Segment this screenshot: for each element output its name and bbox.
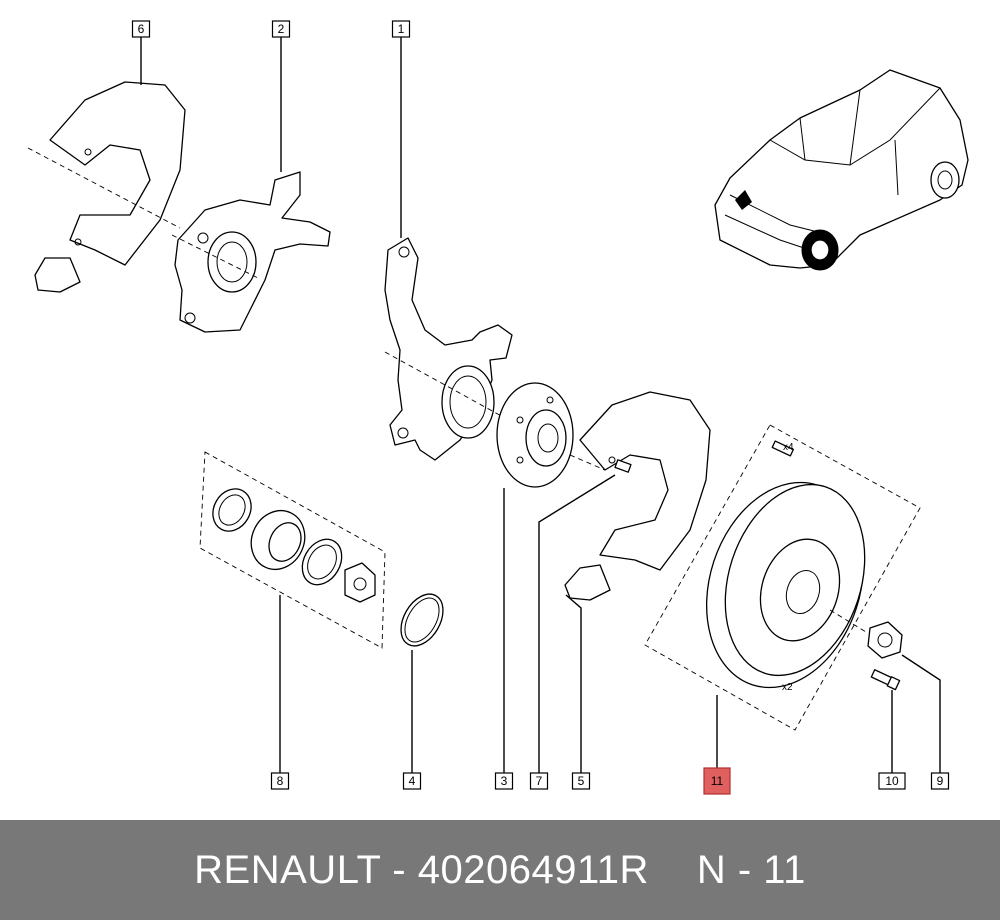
- callout-number-8: 8: [277, 774, 284, 788]
- callout-3: 3: [494, 772, 514, 790]
- callout-4: 4: [402, 772, 422, 790]
- part-brake-disc: x4 x2: [644, 424, 921, 731]
- part-hub-nut: [829, 609, 903, 659]
- callout-number-7: 7: [536, 774, 543, 788]
- callout-layer: 1 2 3 4 5 6 7 8 9 10 11: [131, 20, 950, 795]
- callout-7: 7: [529, 772, 549, 790]
- part-circlip: [400, 593, 444, 647]
- callout-box-9: [930, 772, 950, 790]
- callout-box-10: [878, 772, 906, 790]
- part-wheel-hub: [496, 382, 606, 488]
- callout-9: 9: [930, 772, 950, 790]
- callout-box-11: [703, 767, 731, 795]
- callout-box-1: [391, 20, 411, 38]
- callout-6: 6: [131, 20, 151, 38]
- callout-number-4: 4: [409, 774, 416, 788]
- footer-reference: N - 11: [696, 847, 806, 892]
- disc-qty-label: x2: [782, 682, 793, 693]
- callout-box-3: [494, 772, 514, 790]
- callout-2: 2: [271, 20, 291, 38]
- callout-box-8: [270, 772, 290, 790]
- callout-number-9: 9: [937, 774, 944, 788]
- part-dust-shield-center: [564, 391, 711, 601]
- callout-box-7: [529, 772, 549, 790]
- callout-number-2: 2: [278, 22, 285, 36]
- callout-number-10: 10: [885, 774, 899, 788]
- leader-lines: [140, 37, 941, 773]
- callout-box-6: [131, 20, 151, 38]
- callout-5: 5: [571, 772, 591, 790]
- part-screw-small: [614, 459, 632, 473]
- part-dust-shield-left: [27, 81, 186, 293]
- callout-number-3: 3: [501, 774, 508, 788]
- car-illustration: [714, 69, 969, 271]
- part-bearing-kit: [199, 451, 386, 649]
- callout-box-4: [402, 772, 422, 790]
- callout-box-5: [571, 772, 591, 790]
- callout-1: 1: [391, 20, 411, 38]
- callout-number-11: 11: [711, 774, 724, 788]
- callout-box-2: [271, 20, 291, 38]
- callout-8: 8: [270, 772, 290, 790]
- part-knuckle-left: [171, 171, 331, 333]
- callout-11: 11: [703, 767, 731, 795]
- part-knuckle-center: [384, 237, 513, 461]
- callout-number-5: 5: [578, 774, 585, 788]
- callout-number-6: 6: [138, 22, 145, 36]
- footer-brand-part-number: RENAULT - 402064911R: [194, 847, 649, 892]
- bolt-qty-label: x4: [783, 442, 794, 453]
- footer-band: RENAULT - 402064911R N - 11: [0, 820, 1000, 920]
- callout-10: 10: [878, 772, 906, 790]
- callout-number-1: 1: [398, 22, 405, 36]
- exploded-parts-diagram: x4 x2 1 2 3 4 5 6 7 8 9 10 11: [27, 20, 969, 795]
- part-bolt: [870, 669, 901, 691]
